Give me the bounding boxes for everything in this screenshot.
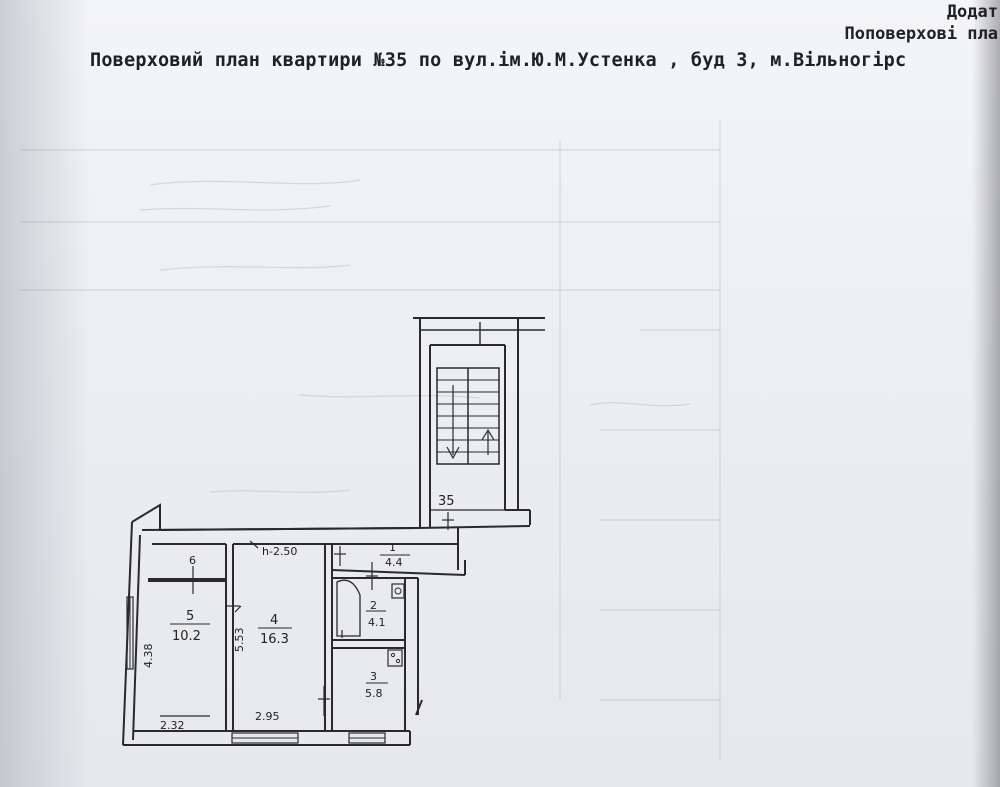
apartment-walls bbox=[122, 503, 531, 746]
document-title: Поверховий план квартири №35 по вул.ім.Ю… bbox=[90, 50, 907, 71]
room-6-number: 6 bbox=[189, 554, 196, 567]
room-1-number: 1 bbox=[389, 541, 396, 554]
room-2-number: 2 bbox=[370, 599, 377, 612]
room-5-area: 10.2 bbox=[172, 629, 201, 644]
room-5-number: 5 bbox=[186, 609, 194, 624]
ceiling-height: h-2.50 bbox=[262, 545, 297, 558]
room-3-area: 5.8 bbox=[365, 687, 383, 700]
room-4-area: 16.3 bbox=[260, 632, 289, 647]
annex-label: Додат bbox=[946, 2, 998, 22]
dimension-marks bbox=[160, 512, 454, 717]
dimension-room4-side: 5.53 bbox=[233, 628, 246, 653]
dimension-left-side: 4.38 bbox=[142, 644, 155, 669]
room-1-area: 4.4 bbox=[385, 556, 403, 569]
paper-shadow-left bbox=[0, 0, 90, 787]
room-4-number: 4 bbox=[270, 613, 278, 628]
room-3-number: 3 bbox=[370, 670, 377, 683]
stair-number: 35 bbox=[438, 494, 455, 509]
dimension-bottom-left: 2.32 bbox=[160, 719, 185, 732]
floor-plans-label: Поповерхові пла bbox=[844, 24, 998, 44]
paper-shadow-right bbox=[972, 0, 1000, 787]
dimension-bottom-mid: 2.95 bbox=[255, 710, 280, 723]
interior-walls bbox=[148, 528, 466, 731]
room-2-area: 4.1 bbox=[368, 616, 386, 629]
stairwell bbox=[413, 317, 545, 528]
